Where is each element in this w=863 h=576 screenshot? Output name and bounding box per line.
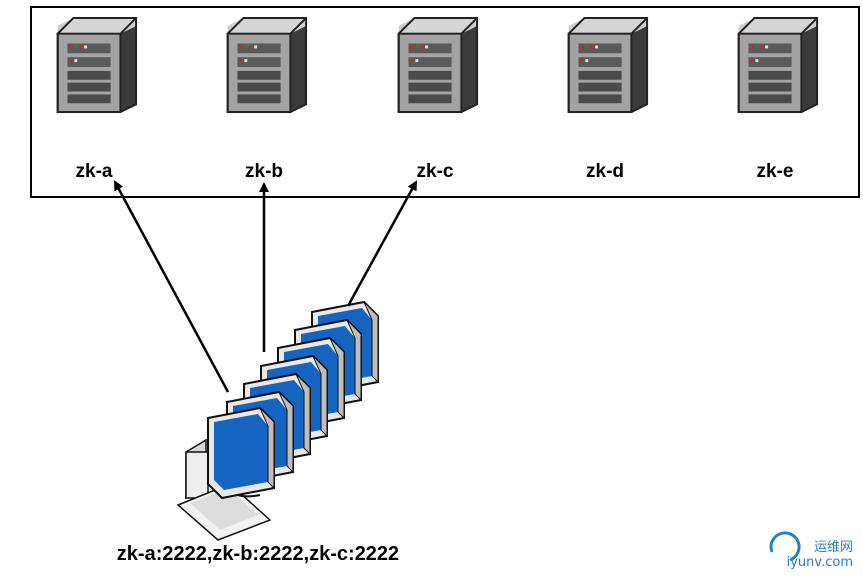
server-label-zk-d: zk-d bbox=[586, 161, 624, 182]
connection-string: zk-a:2222,zk-b:2222,zk-c:2222 bbox=[117, 543, 399, 565]
watermark-logo-icon bbox=[769, 531, 801, 562]
server-icon bbox=[56, 17, 138, 114]
server-label-zk-b: zk-b bbox=[245, 161, 283, 182]
server-label-zk-e: zk-e bbox=[757, 161, 794, 182]
server-icon bbox=[226, 17, 308, 114]
arrow-to-zk-a bbox=[113, 180, 230, 393]
watermark-line2: iyunv.com bbox=[786, 555, 853, 570]
arrow-to-zk-c bbox=[346, 180, 418, 307]
server-label-zk-a: zk-a bbox=[76, 161, 113, 182]
server-zk-c bbox=[397, 17, 479, 114]
server-zk-a bbox=[56, 17, 138, 114]
watermark-line1: 运维网 bbox=[813, 540, 853, 555]
server-label-zk-c: zk-c bbox=[417, 161, 454, 182]
monitor-icon bbox=[207, 407, 275, 499]
watermark: 运维网 iyunv.com bbox=[787, 536, 853, 570]
client-workstation bbox=[176, 438, 272, 541]
server-icon bbox=[567, 17, 649, 114]
server-icon bbox=[737, 17, 819, 114]
client-monitor-stack bbox=[207, 301, 379, 499]
server-zk-d bbox=[567, 17, 649, 114]
server-zk-e bbox=[737, 17, 819, 114]
server-zk-b bbox=[226, 17, 308, 114]
server-icon bbox=[397, 17, 479, 114]
